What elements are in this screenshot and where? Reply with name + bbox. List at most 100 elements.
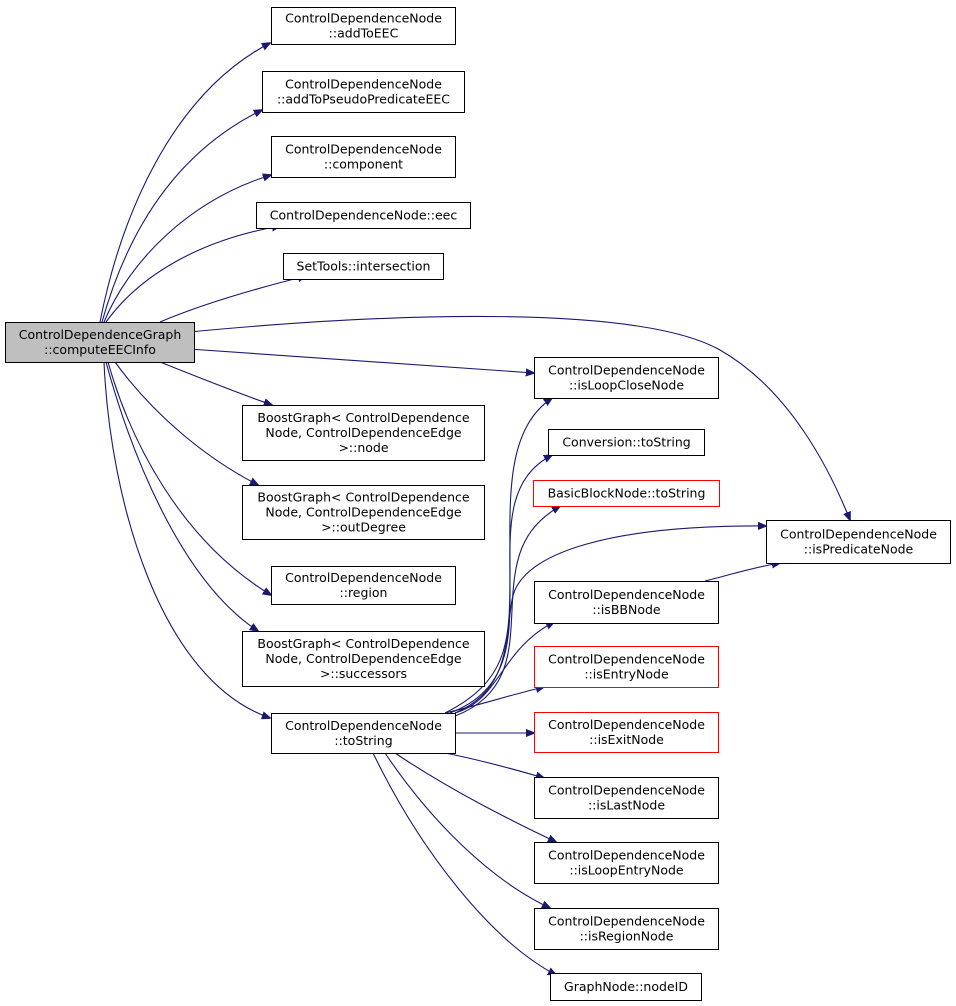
node-label-line: GraphNode::nodeID [564, 979, 688, 994]
edge-toString-to-isEntryNode [444, 687, 544, 714]
edge-root-to-addToPseudoPredicateEEC [101, 110, 262, 323]
node-label-line: ::isPredicateNode [804, 542, 914, 557]
edge-root-to-toString [103, 361, 270, 718]
node-label-line: ControlDependenceNode [548, 363, 705, 378]
node-label-line: ::isEntryNode [584, 667, 669, 682]
edge-toString-to-convToString [449, 455, 552, 714]
node-box [271, 7, 456, 45]
node-box [242, 631, 485, 687]
node-label-line: ::isBBNode [592, 602, 660, 617]
graph-node-nodeID[interactable]: GraphNode::nodeID [550, 973, 702, 1001]
node-label-line: >::node [338, 440, 388, 455]
node-label-line: BoostGraph< ControlDependence [257, 490, 470, 505]
node-label-line: ControlDependenceNode [548, 783, 705, 798]
edge-toString-to-nodeID [372, 752, 556, 975]
node-label-line: ::addToEEC [329, 26, 399, 41]
node-label-line: ControlDependenceNode [548, 587, 705, 602]
node-label-line: Node, ControlDependenceEdge [265, 505, 461, 520]
edge-root-to-intersection [159, 276, 306, 323]
node-label-line: ::isLastNode [588, 798, 665, 813]
node-label-line: ::isLoopEntryNode [569, 863, 684, 878]
node-label-line: ControlDependenceNode [285, 718, 442, 733]
node-label-line: >::successors [320, 666, 407, 681]
edge-root-to-isLoopCloseNode [188, 348, 534, 373]
graph-node-isLastNode[interactable]: ControlDependenceNode::isLastNode [534, 777, 719, 819]
node-box [5, 322, 195, 363]
edges [99, 43, 850, 975]
graph-node-addToEEC[interactable]: ControlDependenceNode::addToEEC [271, 7, 456, 45]
node-box [550, 973, 702, 1001]
node-box [533, 480, 720, 507]
edge-root-to-region [107, 361, 271, 595]
node-box [283, 253, 444, 280]
edge-isBBNode-to-isPredicateNode [704, 563, 780, 582]
graph-node-bbToString[interactable]: BasicBlockNode::toString [533, 480, 720, 507]
node-label-line: ::toString [334, 733, 392, 748]
node-label-line: ControlDependenceNode::eec [270, 208, 458, 223]
node-label-line: ControlDependenceNode [548, 848, 705, 863]
node-label-line: SetTools::intersection [297, 259, 431, 274]
nodes: ControlDependenceGraph::computeEECInfoCo… [5, 7, 951, 1001]
node-label-line: ControlDependenceNode [548, 914, 705, 929]
edge-root-to-isPredicateNode [188, 315, 850, 520]
graph-node-root[interactable]: ControlDependenceGraph::computeEECInfo [5, 322, 195, 363]
node-label-line: Conversion::toString [562, 435, 690, 450]
node-label-line: ::isRegionNode [580, 929, 674, 944]
graph-node-isLoopCloseNode[interactable]: ControlDependenceNode::isLoopCloseNode [534, 357, 719, 399]
node-label-line: Node, ControlDependenceEdge [265, 425, 461, 440]
edge-root-to-outDegree [114, 361, 258, 485]
graph-node-isEntryNode[interactable]: ControlDependenceNode::isEntryNode [534, 646, 719, 688]
node-label-line: ControlDependenceNode [780, 527, 937, 542]
graph-node-region[interactable]: ControlDependenceNode::region [271, 566, 456, 605]
node-label-line: ::region [340, 585, 388, 600]
node-box [534, 842, 719, 884]
node-label-line: ControlDependenceGraph [19, 327, 182, 342]
graph-node-outDegree[interactable]: BoostGraph< ControlDependenceNode, Contr… [242, 485, 485, 540]
node-box [534, 908, 719, 950]
edge-root-to-addToEEC [99, 43, 270, 323]
node-label-line: BasicBlockNode::toString [548, 486, 706, 501]
graph-node-isPredicateNode[interactable]: ControlDependenceNode::isPredicateNode [766, 520, 951, 564]
edge-toString-to-isLastNode [444, 752, 544, 778]
edge-root-to-node [159, 361, 272, 405]
node-box [271, 136, 456, 178]
node-box [271, 713, 456, 754]
graph-node-toString[interactable]: ControlDependenceNode::toString [271, 713, 456, 754]
node-box [242, 405, 485, 461]
node-box [256, 202, 471, 229]
node-label-line: ControlDependenceNode [285, 570, 442, 585]
node-label-line: ControlDependenceNode [285, 142, 442, 157]
graph-node-eec[interactable]: ControlDependenceNode::eec [256, 202, 471, 229]
node-box [534, 646, 719, 688]
node-label-line: >::outDegree [321, 520, 406, 535]
graph-node-successors[interactable]: BoostGraph< ControlDependenceNode, Contr… [242, 631, 485, 687]
graph-node-node[interactable]: BoostGraph< ControlDependenceNode, Contr… [242, 405, 485, 461]
graph-node-addToPseudoPredicateEEC[interactable]: ControlDependenceNode::addToPseudoPredic… [262, 71, 465, 113]
node-box [242, 485, 485, 540]
edge-toString-to-isLoopEntryNode [394, 752, 556, 842]
node-label-line: ControlDependenceNode [548, 717, 705, 732]
graph-node-convToString[interactable]: Conversion::toString [548, 429, 705, 456]
node-box [534, 581, 719, 624]
node-label-line: ControlDependenceNode [548, 652, 705, 667]
node-box [548, 429, 705, 456]
node-label-line: Node, ControlDependenceEdge [265, 651, 461, 666]
node-box [271, 566, 456, 605]
node-label-line: ::addToPseudoPredicateEEC [277, 92, 450, 107]
graph-node-isExitNode[interactable]: ControlDependenceNode::isExitNode [534, 712, 719, 753]
node-label-line: ::isExitNode [589, 732, 664, 747]
graph-node-isLoopEntryNode[interactable]: ControlDependenceNode::isLoopEntryNode [534, 842, 719, 884]
node-label-line: ControlDependenceNode [285, 77, 442, 92]
graph-node-isRegionNode[interactable]: ControlDependenceNode::isRegionNode [534, 908, 719, 950]
node-box [534, 712, 719, 753]
node-label-line: ::component [324, 157, 403, 172]
node-label-line: ::computeEECInfo [44, 342, 156, 357]
node-label-line: ::isLoopCloseNode [569, 378, 684, 393]
edge-root-to-eec [105, 226, 280, 323]
node-label-line: ControlDependenceNode [285, 11, 442, 26]
graph-node-component[interactable]: ControlDependenceNode::component [271, 136, 456, 178]
edge-toString-to-isPredicateNode [454, 526, 766, 714]
graph-node-isBBNode[interactable]: ControlDependenceNode::isBBNode [534, 581, 719, 624]
graph-node-intersection[interactable]: SetTools::intersection [283, 253, 444, 280]
